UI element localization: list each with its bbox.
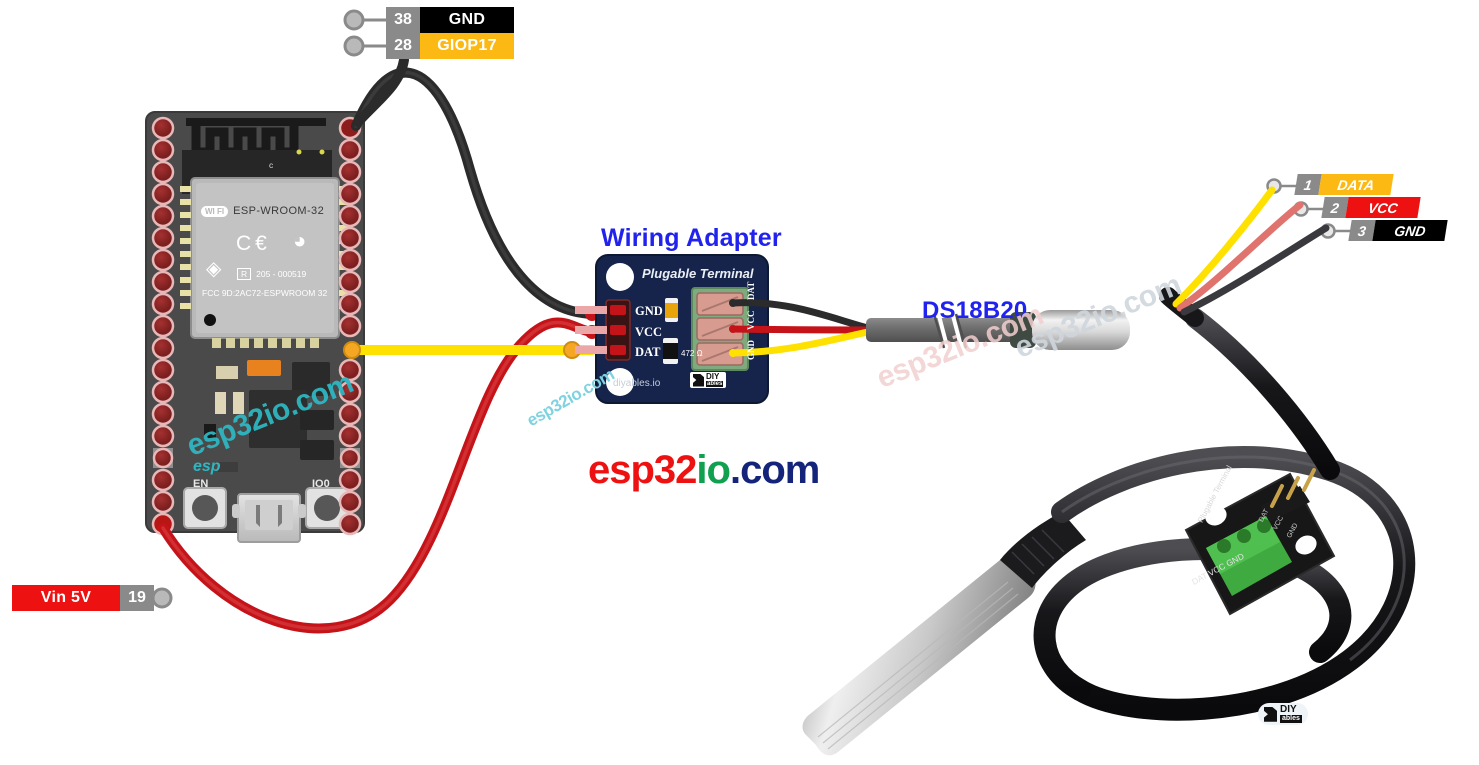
adapter-terminal-vcc: VCC [746,310,756,331]
wifi-icon: WI FI [201,205,229,217]
ds18b20-title: DS18B20 [922,297,1028,324]
sensor-adapter-photo [1184,468,1336,616]
callout-pin-number: 2 [1321,197,1349,218]
ce-mark-icon: C€ [236,232,271,255]
callout-sensor-pin-3[interactable]: 3 GND [1348,220,1448,241]
telec-icon: ◈ [206,258,222,280]
adapter-terminal-gnd: GND [746,340,756,360]
logo-part-io: io [696,448,731,492]
sensor-wire-data [729,328,872,357]
diyables-bottom-text: ables [1280,715,1302,724]
callout-sensor-pin-2[interactable]: 2 VCC [1321,197,1421,218]
esp32-board-graphic [145,111,365,543]
micro-usb-connector [232,493,306,543]
adapter-resistor-value: 472 Ω [681,349,703,358]
adapter-board-graphic [575,254,769,404]
io0-button-graphic [305,487,349,529]
adapter-title: Plugable Terminal [642,266,754,281]
adapter-terminal-dat: DAT [746,281,756,300]
adapter-pin-vcc: VCC [635,325,663,339]
site-logo: esp32io.com [588,448,820,493]
adapter-pin-gnd: GND [635,304,663,318]
callout-pin-name: GIOP17 [420,33,514,59]
esp32-module-name: ESP-WROOM-32 [233,205,325,217]
esp32-cert-code: 205 - 000519 [256,269,307,279]
espressif-logo: esp [193,458,221,475]
callout-power-pin: 19 [120,585,154,611]
ds18b20-probe-graphic [866,310,1130,351]
logo-part-com: .com [729,448,820,492]
callout-pin-number: 3 [1348,220,1376,241]
diyables-top-text: DIY [706,372,720,381]
callout-pin-number: 1 [1294,174,1322,195]
ds18b20-lead-wires [1172,186,1330,316]
callout-pin-name: VCC [1345,197,1421,218]
esp32-module-label: WI FI ESP-WROOM-32 [201,205,324,217]
callout-pin-name: GND [420,7,514,33]
callout-pin-number: 38 [386,7,420,33]
callout-sensor-pin-1[interactable]: 1 DATA [1294,174,1394,195]
cert-r-icon: R [237,268,252,280]
wiring-adapter-title: Wiring Adapter [601,224,782,252]
wifi-wave-icon: ◕ [293,228,307,253]
callout-pin-name: GND [1372,220,1448,241]
adapter-pin-dat: DAT [635,345,661,359]
callout-pin-38[interactable]: 38 GND [386,7,514,33]
io0-button-label: IO0 [312,478,330,490]
logo-part-esp32: esp32 [588,448,697,492]
sensor-wire-gnd [729,299,872,332]
callout-vin-5v[interactable]: Vin 5V 19 [12,585,154,611]
diyables-mark-icon [693,373,704,387]
diyables-bottom-text: ables [706,381,724,387]
esp32-left-header [151,116,175,536]
wire-gnd-black [351,67,597,319]
sensor-wire-vcc [729,325,872,334]
diyables-badge-watermark: DIY ables [1258,703,1308,726]
en-button-label: EN [193,478,209,490]
callout-pin-name: DATA [1318,174,1394,195]
esp32-cert-line: R 205 - 000519 [237,268,306,280]
diyables-top-text: DIY [1280,704,1297,715]
esp32-right-header [338,116,362,536]
adapter-site-text: diyables.io [613,378,661,389]
callout-pin-number: 28 [386,33,420,59]
esp32-silk-c: c [269,160,274,170]
esp32-fcc-id: FCC 9D:2AC72-ESPWROOM 32 [202,288,328,298]
diyables-badge-adapter: DIY ables [690,372,727,388]
callout-leaders-esp32 [343,9,386,57]
en-button-graphic [183,487,227,529]
diyables-mark-icon [1264,706,1277,722]
callout-power-name: Vin 5V [12,585,120,611]
callout-pin-28[interactable]: 28 GIOP17 [386,33,514,59]
